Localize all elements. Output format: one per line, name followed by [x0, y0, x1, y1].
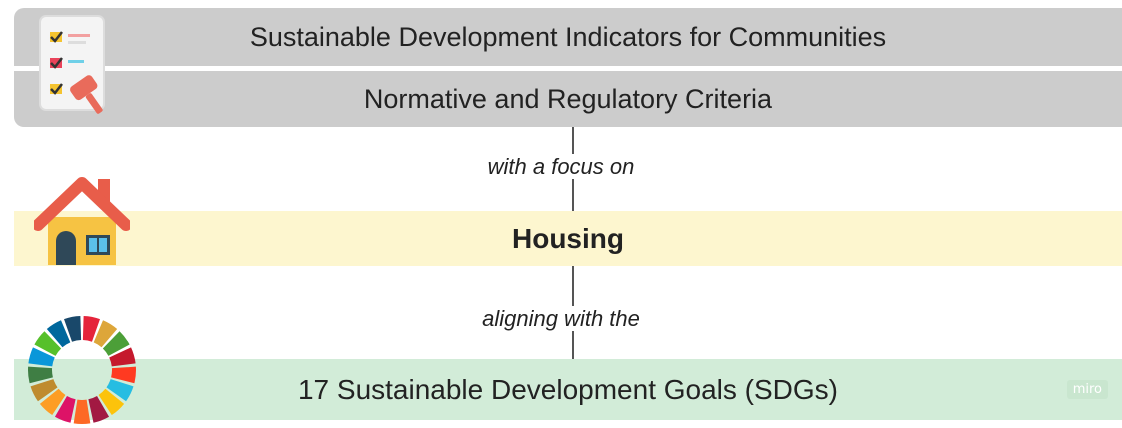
sdg-wheel-segment — [30, 379, 58, 402]
sdgs-box: 17 Sustainable Development Goals (SDGs) — [14, 359, 1122, 420]
sdg-wheel-segment — [106, 379, 134, 402]
sdg-wheel-segment — [54, 395, 76, 423]
sdg-wheel-segment — [102, 331, 130, 356]
sdg-wheel-icon — [28, 316, 136, 424]
sdgs-label: 17 Sustainable Development Goals (SDGs) — [297, 373, 839, 405]
housing-box: Housing — [14, 211, 1122, 266]
aligning-connector-label: aligning with the — [478, 306, 644, 331]
sdg-wheel-segment — [46, 320, 71, 348]
sdg-wheel-segment — [98, 388, 125, 416]
sdg-wheel-segment — [28, 366, 53, 384]
sdg-wheel-segment — [64, 316, 82, 342]
aligning-connector: aligning with the — [0, 306, 1122, 332]
sdg-wheel-segment — [82, 316, 100, 342]
indicators-box: Sustainable Development Indicators for C… — [14, 8, 1122, 66]
sdg-wheel-segment — [28, 347, 55, 367]
checklist-gavel-icon — [39, 15, 105, 114]
sdg-wheel-segment — [109, 347, 136, 367]
sdg-wheel-segment — [34, 331, 62, 356]
miro-watermark: miro — [1066, 380, 1108, 399]
criteria-box: Normative and Regulatory Criteria — [14, 71, 1122, 127]
sdg-wheel-segment — [111, 366, 136, 384]
housing-label: Housing — [512, 222, 624, 254]
sdg-wheel-segment — [39, 388, 66, 416]
sdg-wheel-segment — [88, 395, 110, 423]
focus-connector-label: with a focus on — [483, 154, 639, 179]
sdg-wheel-segment — [93, 320, 118, 348]
criteria-label: Normative and Regulatory Criteria — [363, 83, 773, 114]
focus-connector: with a focus on — [0, 154, 1122, 180]
indicators-label: Sustainable Development Indicators for C… — [249, 21, 887, 52]
sdg-wheel-segment — [73, 399, 91, 424]
house-icon — [34, 177, 130, 265]
